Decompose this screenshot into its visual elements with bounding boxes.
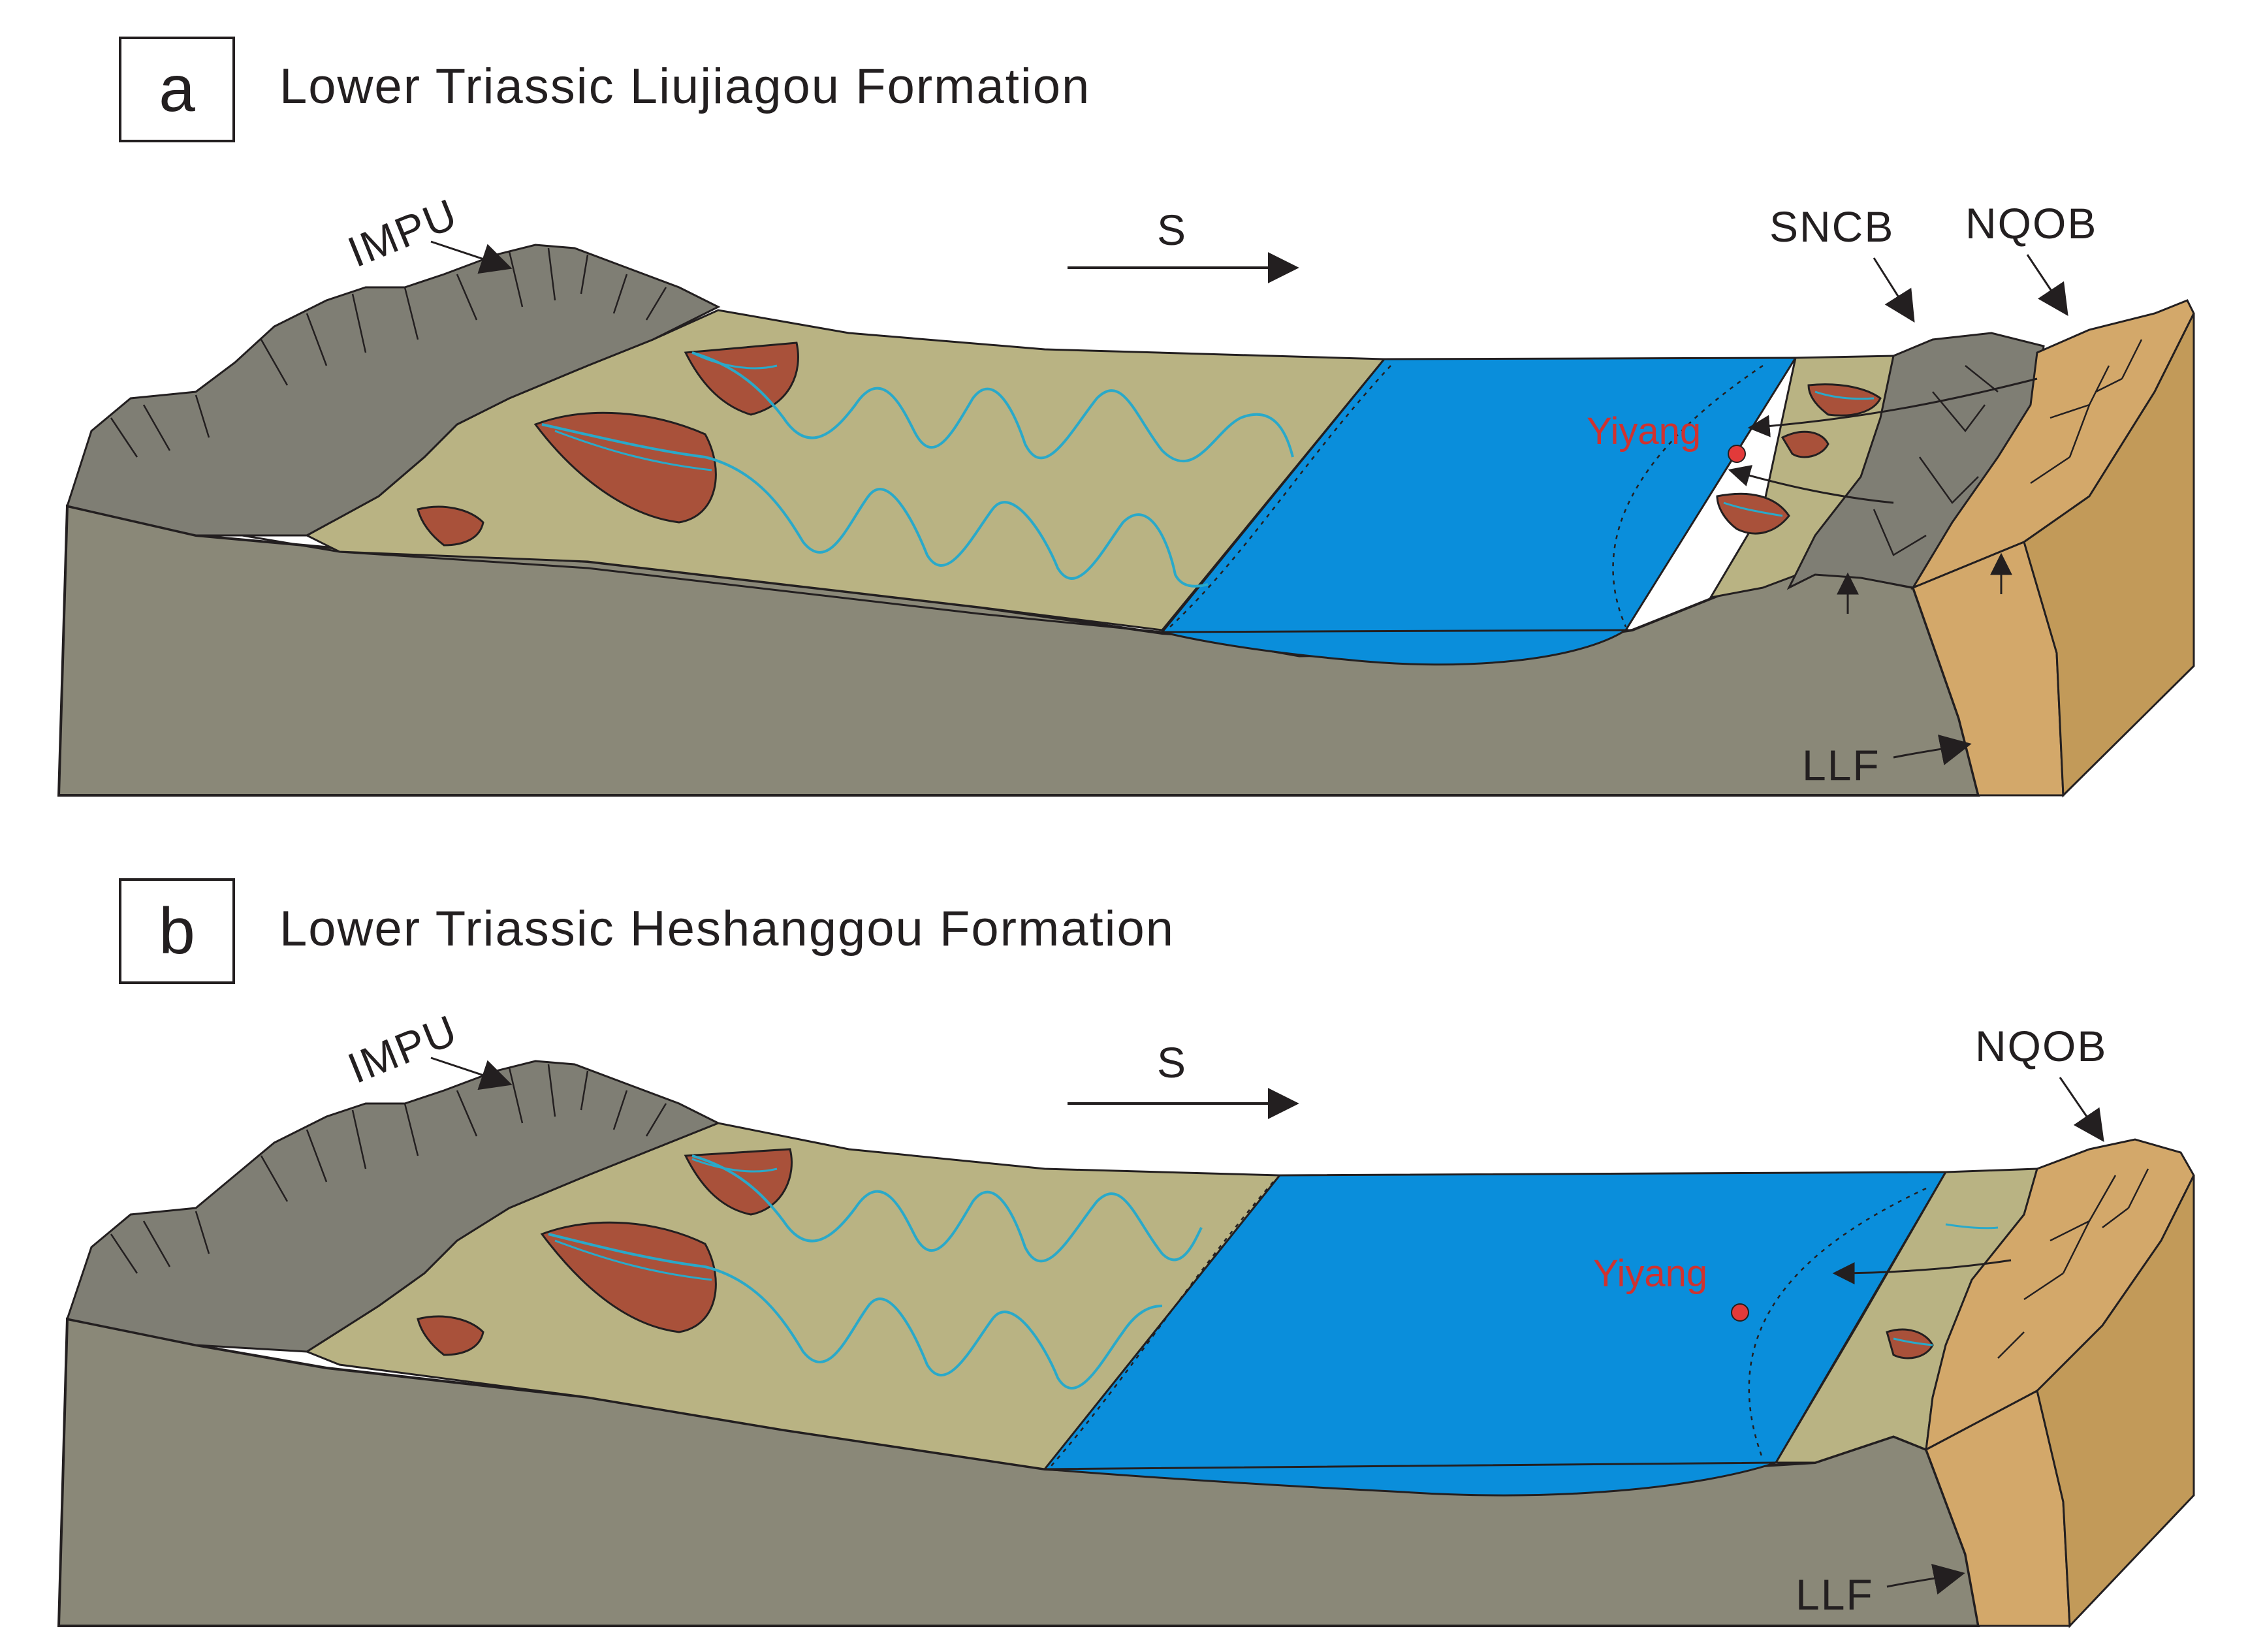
panel-a-yiyang-marker (1728, 445, 1746, 463)
panel-a-river-upper (691, 351, 1294, 462)
panel-b-nqob-side (2036, 1175, 2195, 1628)
panel-a-sncb-label: SNCB (1769, 202, 1894, 251)
panel-b-impu-label: IMPU (341, 1006, 464, 1092)
panel-b-yiyang-label: Yiyang (1593, 1252, 1707, 1295)
panel-a-sncb-ridges (1873, 365, 1999, 556)
panel-a-llf-label: LLF (1802, 741, 1880, 789)
panel-b-letter: b (159, 895, 195, 968)
panel-a-fan-3 (417, 505, 484, 547)
panel-b-llf-arrow (1886, 1563, 1965, 1595)
panel-b-lake-dotted-right (1748, 1187, 1927, 1460)
panel-b-nqob-arrow (2059, 1077, 2104, 1142)
panel-a: a Lower Triassic Liujiagou Formation (57, 37, 2195, 798)
panel-a-transport-arrow-1 (1747, 377, 2038, 437)
panel-a-yiyang-label: Yiyang (1587, 410, 1701, 453)
panel-a-impu-label: IMPU (341, 189, 464, 276)
panel-a-impu-arrow (430, 240, 513, 274)
panel-b-fan-channels (554, 1158, 1999, 1346)
panel-a-title: Lower Triassic Liujiagou Formation (279, 59, 1090, 114)
panel-a-impu-mountains (66, 244, 721, 537)
panel-a-nqob-label: NQOB (1965, 199, 2097, 247)
panel-b-impu-arrow (430, 1056, 513, 1090)
panel-a-llf-arrow (1893, 734, 1972, 766)
panel-b-lake-floor (1044, 1461, 1777, 1497)
panel-b-yiyang-marker (1731, 1303, 1749, 1322)
panel-a-impu-ridgelines (110, 247, 667, 458)
panel-a-transport-arrow-2 (1728, 465, 1894, 504)
panel-a-nqob-drainage (2030, 339, 2143, 484)
panel-b-fan-3 (417, 1315, 484, 1356)
panel-a-fan-5 (1781, 430, 1829, 458)
panel-b-title: Lower Triassic Heshanggou Formation (279, 901, 1175, 957)
panel-b-nqob-drainage (1997, 1168, 2149, 1359)
panel-a-lake-floor (1162, 629, 1630, 666)
panel-a-fan-channels (554, 351, 1875, 517)
panel-b-impu-mountains (66, 1060, 721, 1353)
panel-a-fan-4 (1807, 383, 1882, 417)
panel-a-sncb-arrow (1873, 257, 1915, 323)
panel-b-letter-box (119, 878, 235, 984)
panel-a-river-lower (541, 423, 1209, 588)
panel-a-nqob-arrow (2026, 254, 2068, 316)
panel-a-lake-dotted-right (1612, 364, 1764, 627)
panel-a-letter: a (159, 52, 195, 125)
panel-b-river-lower (548, 1233, 1163, 1390)
panel-b-nqob-label: NQOB (1975, 1022, 2107, 1070)
panel-b-river-upper (691, 1154, 1203, 1263)
panel-b-llf-label: LLF (1796, 1570, 1874, 1619)
panel-a-direction-label: S (1157, 206, 1187, 254)
panel-b-fan-2 (540, 1221, 717, 1333)
panel-b-transport-arrow (1832, 1259, 2012, 1284)
panel-a-basement-top-edge (67, 505, 1163, 633)
panel-b-direction-label: S (1157, 1038, 1187, 1087)
panel-a-letter-box (119, 37, 235, 142)
panel-a-nqob-side (2023, 313, 2195, 798)
panel-a-fan-6 (1716, 492, 1790, 535)
panel-b-impu-ridgelines (110, 1064, 667, 1274)
panel-b-lake-dotted-left (1051, 1181, 1274, 1467)
panel-b: b Lower Triassic Heshanggou Formation (57, 878, 2195, 1628)
